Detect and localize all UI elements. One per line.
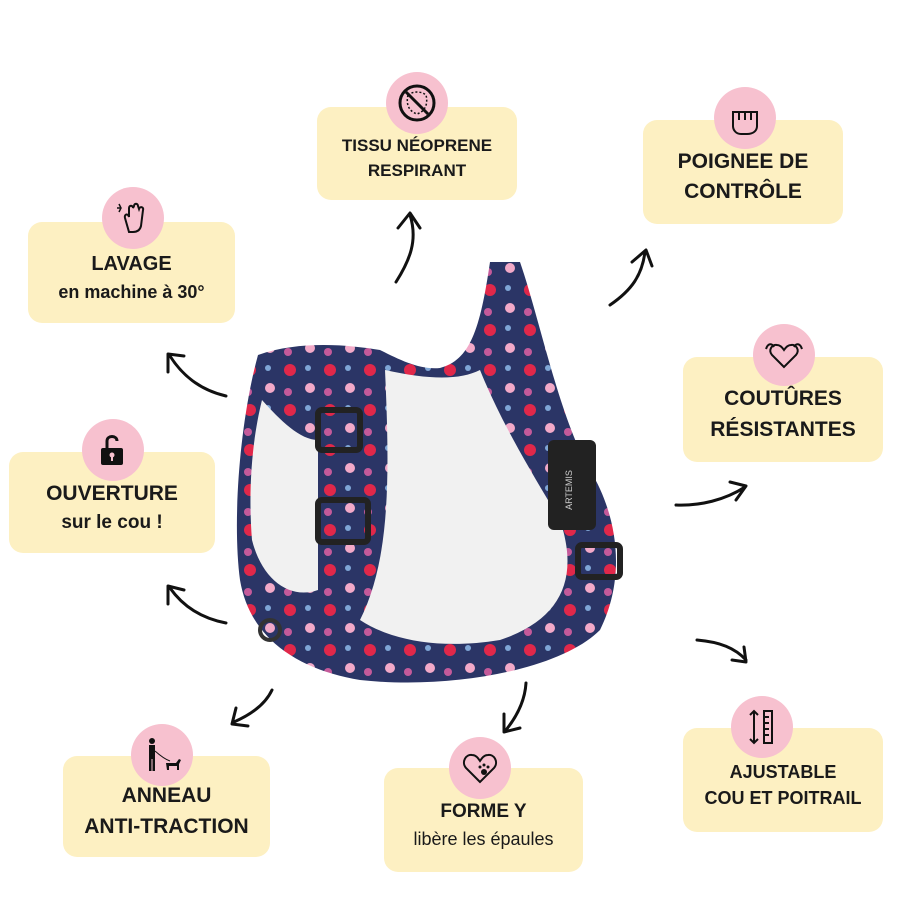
- feature-title: AJUSTABLE: [729, 761, 837, 782]
- heart-paw-icon: [449, 737, 511, 799]
- feature-subtitle: CONTRÔLE: [684, 180, 802, 203]
- feature-title: LAVAGE: [91, 252, 172, 275]
- feature-subtitle: ANTI-TRACTION: [84, 814, 249, 838]
- arrow-forme: [502, 681, 528, 734]
- feature-subtitle: en machine à 30°: [58, 281, 205, 302]
- feature-subtitle: sur le cou !: [61, 511, 163, 533]
- feature-ouverture: OUVERTURE sur le cou !: [9, 452, 215, 553]
- arrow-coutures: [674, 480, 748, 507]
- feature-subtitle: RESPIRANT: [367, 160, 467, 180]
- strong-heart-icon: [753, 324, 815, 386]
- ruler-arrows-icon: [731, 696, 793, 758]
- fist-icon: [714, 87, 776, 149]
- feature-title: OUVERTURE: [46, 481, 178, 505]
- buckle: [548, 440, 596, 530]
- feature-subtitle: libère les épaules: [413, 828, 554, 849]
- arrow-poignee: [608, 248, 654, 307]
- arrow-ajustable: [695, 638, 748, 664]
- arrow-tissu: [394, 211, 422, 284]
- feature-title: COUTÛRES: [724, 387, 842, 411]
- arrow-anneau: [230, 688, 274, 728]
- no-leather-icon: [386, 72, 448, 134]
- feature-title: POIGNEE DE: [677, 149, 809, 173]
- person-dog-icon: [131, 724, 193, 786]
- feature-title: TISSU NÉOPRENE: [341, 135, 493, 155]
- buckle-text: ARTEMIS: [564, 470, 574, 510]
- feature-tissu-neoprene: TISSU NÉOPRENE RESPIRANT: [317, 107, 517, 200]
- feature-title: FORME Y: [440, 801, 527, 823]
- feature-subtitle: RÉSISTANTES: [710, 417, 856, 441]
- harness-mesh: [360, 370, 568, 644]
- open-lock-icon: [82, 419, 144, 481]
- arrow-lavage: [166, 352, 228, 398]
- washing-hand-icon: [102, 187, 164, 249]
- arrow-ouverture: [166, 584, 228, 625]
- feature-subtitle: COU ET POITRAIL: [704, 788, 862, 808]
- feature-title: ANNEAU: [121, 784, 212, 808]
